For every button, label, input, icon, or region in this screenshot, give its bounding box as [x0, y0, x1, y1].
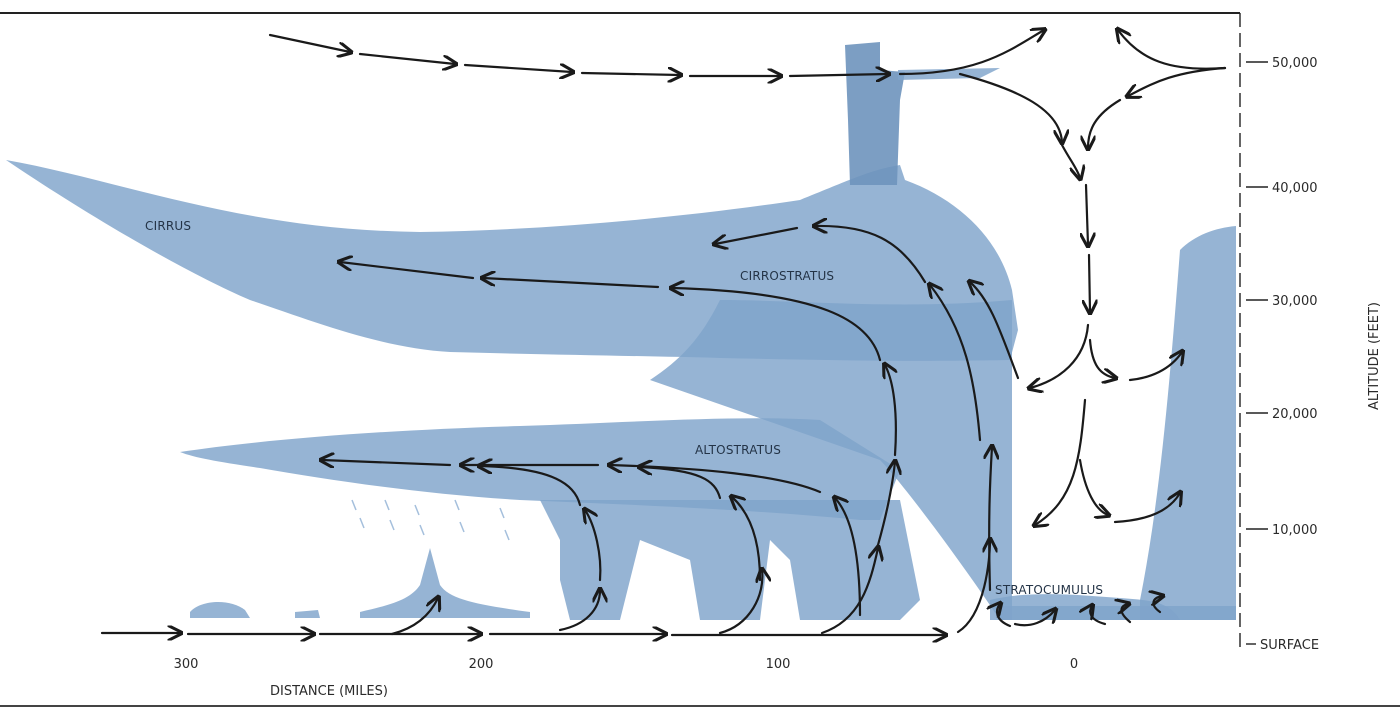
- altitude-tick-20000: 20,000: [1272, 407, 1318, 422]
- distance-tick-200: 200: [469, 657, 494, 672]
- cumulus-small-2: [295, 610, 320, 618]
- altitude-tick-30000: 30,000: [1272, 294, 1318, 309]
- altitude-tick-40000: 40,000: [1272, 181, 1318, 196]
- cumulus-tower: [360, 548, 530, 618]
- distance-tick-100: 100: [766, 657, 791, 672]
- precipitation-streaks: [352, 500, 509, 540]
- label-cirrostratus: CIRROSTRATUS: [740, 269, 834, 283]
- altitude-tick-50000: 50,000: [1272, 56, 1318, 71]
- cloud-masses: [6, 42, 1236, 620]
- cumulus-small-1: [190, 602, 250, 618]
- anvil-tower: [845, 42, 905, 185]
- altitude-axis-title: ALTITUDE (FEET): [1367, 302, 1382, 410]
- altitude-axis: 50,000 40,000 30,000 20,000 10,000 SURFA…: [1240, 13, 1382, 653]
- distance-tick-300: 300: [174, 657, 199, 672]
- distance-tick-0: 0: [1070, 657, 1078, 672]
- altitude-tick-surface: SURFACE: [1260, 638, 1319, 653]
- surface-band: [1000, 606, 1236, 620]
- distance-axis: 300 200 100 0 DISTANCE (MILES): [174, 657, 1079, 699]
- altitude-tick-10000: 10,000: [1272, 523, 1318, 538]
- label-altostratus: ALTOSTRATUS: [695, 443, 781, 457]
- label-stratocumulus: STRATOCUMULUS: [995, 583, 1103, 597]
- label-cirrus: CIRRUS: [145, 219, 191, 233]
- distance-axis-title: DISTANCE (MILES): [270, 684, 388, 699]
- right-cloud-wall: [1140, 226, 1236, 620]
